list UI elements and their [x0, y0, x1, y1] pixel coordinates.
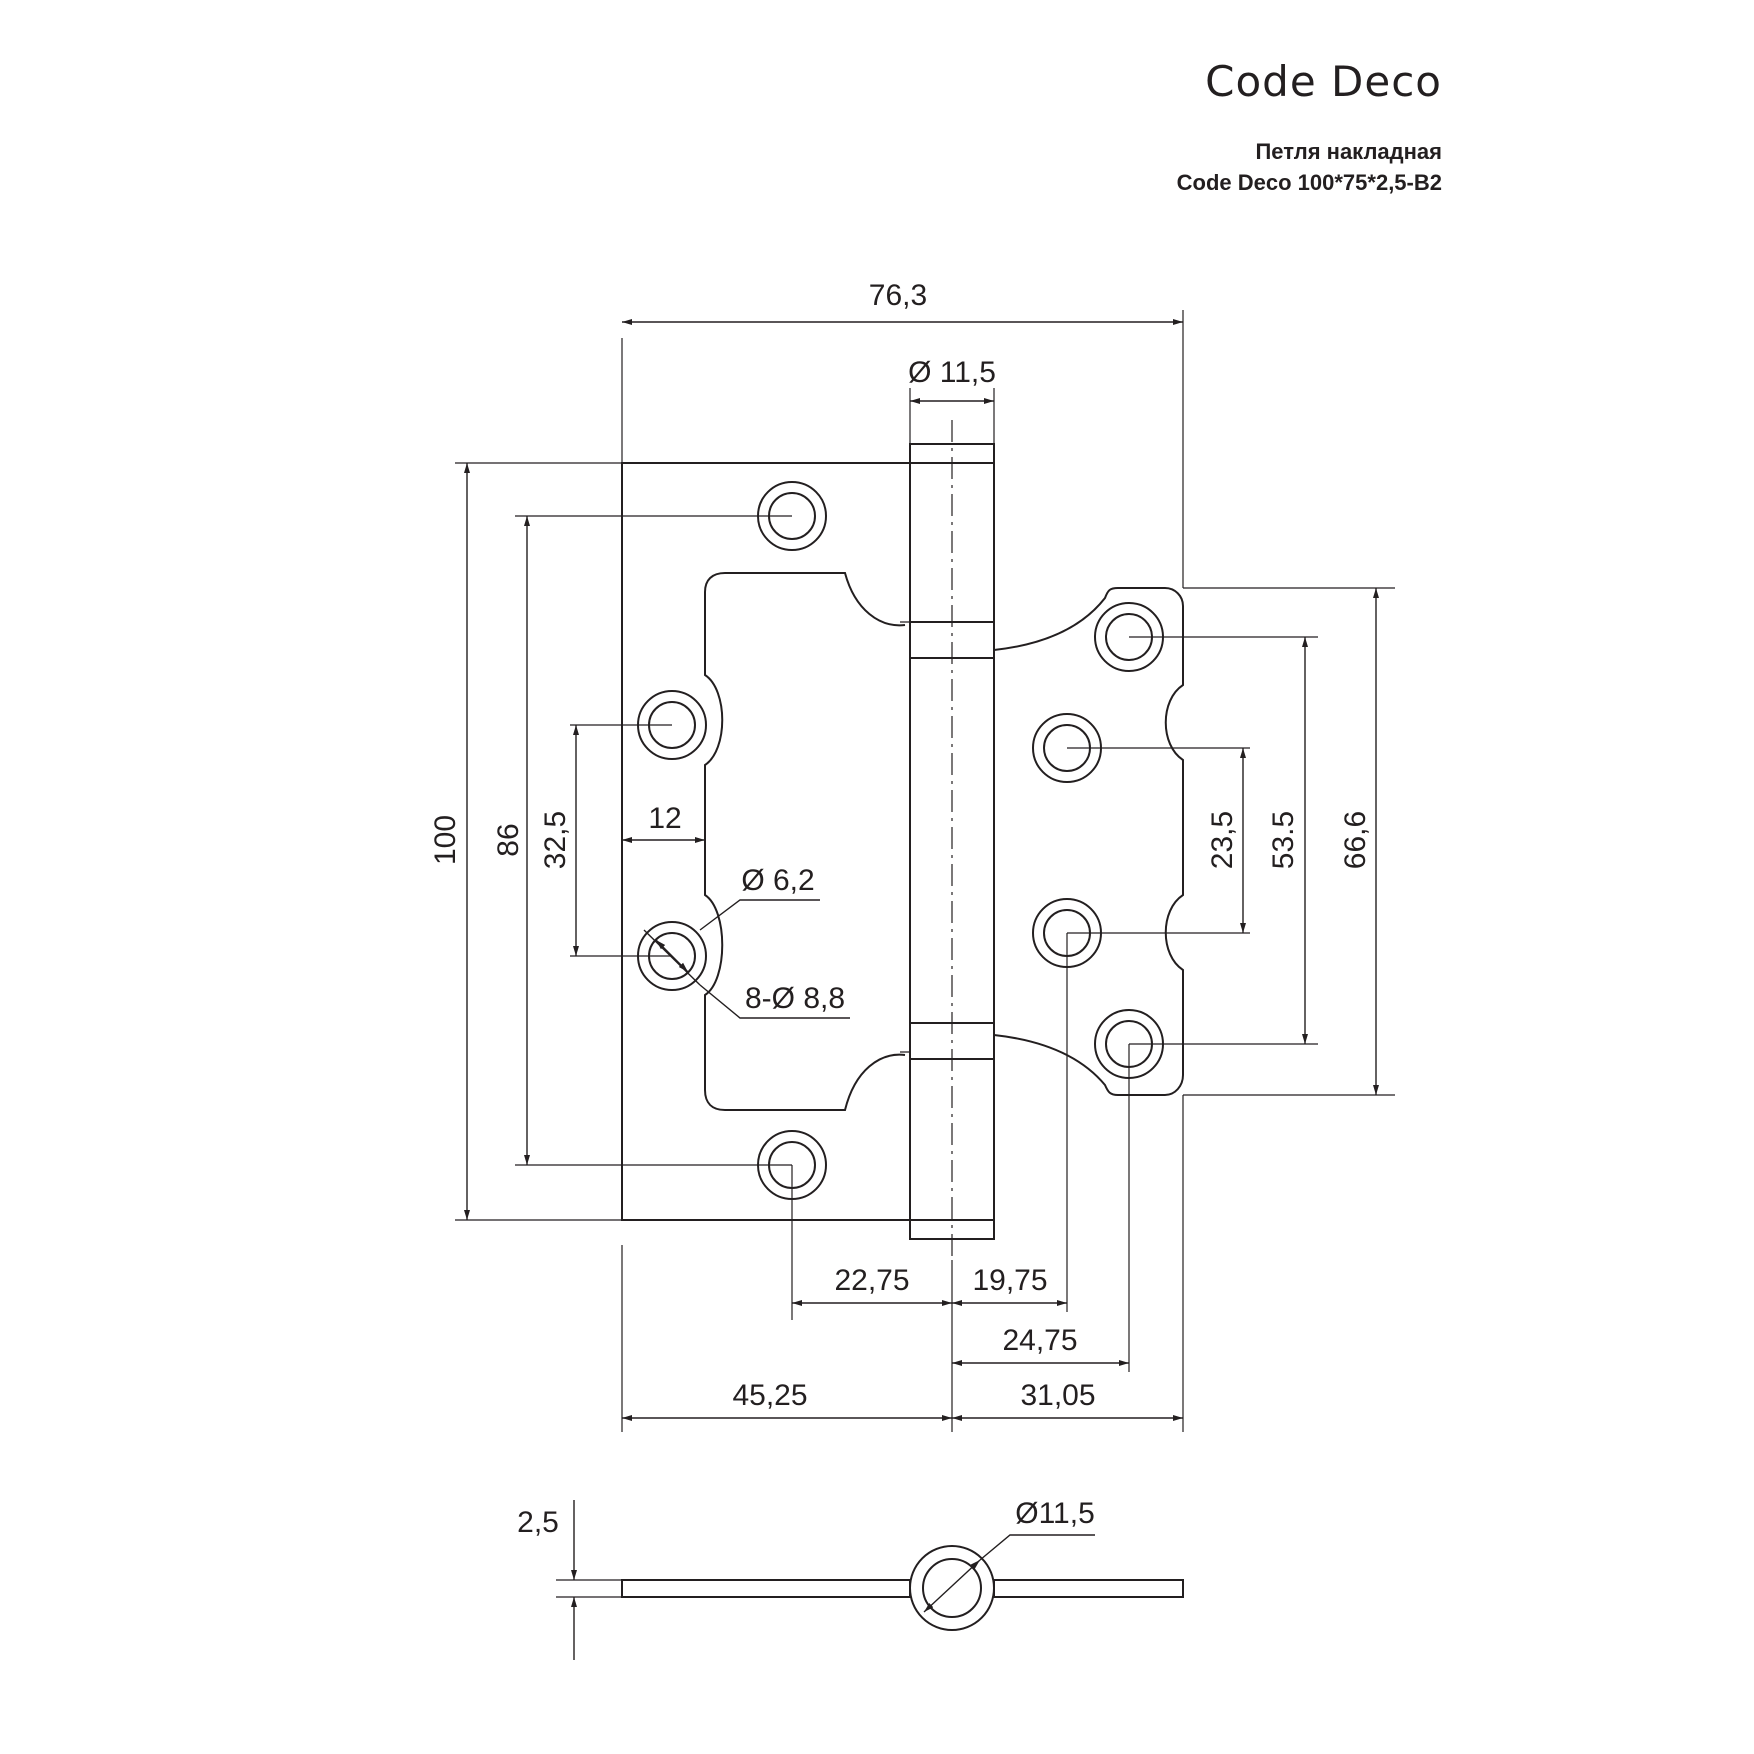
- dim-hole-inner-diameter: Ø 6,2: [741, 864, 814, 897]
- dim-right-leaf-height: 66,6: [1339, 811, 1372, 869]
- dim-height-holes-outer: 86: [492, 823, 525, 856]
- product-model: Code Deco 100*75*2,5-B2: [1177, 170, 1442, 195]
- dim-height-holes-inner: 32,5: [539, 811, 572, 869]
- hinge-knuckle: [909, 420, 995, 1260]
- left-leaf: [621, 462, 911, 1221]
- dim-edge-offset: 12: [648, 802, 681, 835]
- dim-bottom-right-hole-offset-2: 24,75: [1002, 1324, 1077, 1357]
- dim-bottom-left-leaf: 45,25: [732, 1379, 807, 1412]
- brand-logo-text: Code Deco: [1205, 57, 1442, 106]
- dim-height-total: 100: [429, 815, 462, 865]
- dim-overall-width: 76,3: [869, 279, 927, 312]
- dim-right-outer-spacing: 53.5: [1267, 811, 1300, 869]
- dim-thickness: 2,5: [517, 1506, 559, 1539]
- product-title: Петля накладная: [1255, 139, 1442, 164]
- dimension-lines: [455, 310, 1395, 1432]
- dim-hole-countersink: 8-Ø 8,8: [745, 982, 845, 1015]
- dim-section-diameter: Ø11,5: [1015, 1497, 1095, 1530]
- dim-bottom-right-leaf: 31,05: [1020, 1379, 1095, 1412]
- dim-bottom-right-hole-offset-1: 19,75: [972, 1264, 1047, 1297]
- dim-right-inner-spacing: 23,5: [1206, 811, 1239, 869]
- right-leaf: [993, 587, 1184, 1096]
- dim-knuckle-diameter: Ø 11,5: [908, 356, 996, 389]
- dim-bottom-left-hole-offset: 22,75: [834, 1264, 909, 1297]
- section-view: [556, 1500, 1184, 1660]
